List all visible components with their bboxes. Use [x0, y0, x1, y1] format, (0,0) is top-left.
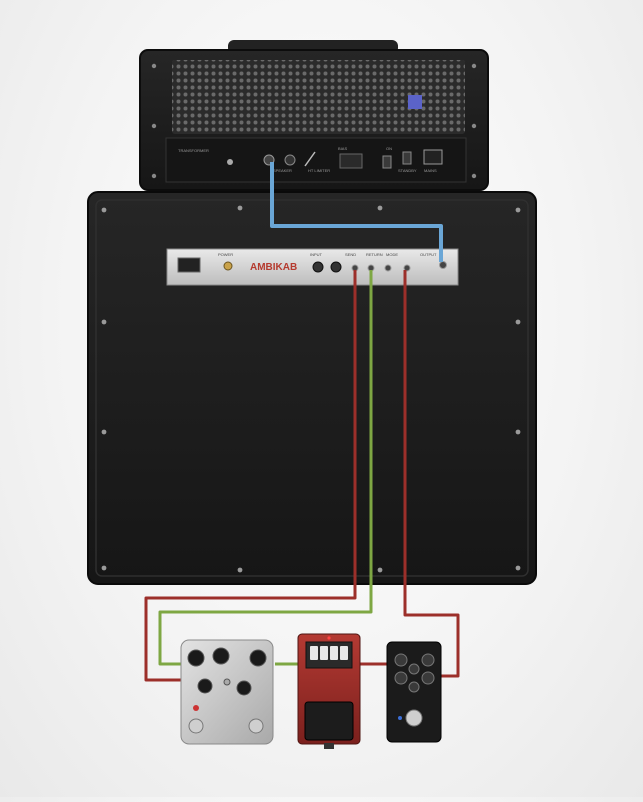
- pedal-silver-footswitch-2[interactable]: [249, 719, 263, 733]
- cab-power-lamp: [224, 262, 232, 270]
- pedal-silver[interactable]: [181, 640, 273, 744]
- pedal-red-knob-3[interactable]: [330, 646, 338, 660]
- head-bias-points: [340, 154, 362, 168]
- pedal-black-led: [398, 716, 402, 720]
- pedal-red-knob-4[interactable]: [340, 646, 348, 660]
- head-standby-switch[interactable]: [403, 152, 411, 164]
- head-badge: [408, 95, 422, 109]
- brand-logo: AMBIKAB: [250, 262, 297, 273]
- pedal-silver-knob-5[interactable]: [237, 681, 251, 695]
- cab-label-power: POWER: [218, 252, 233, 257]
- head-mains-socket[interactable]: [424, 150, 442, 164]
- pedal-black-knob-6[interactable]: [409, 682, 419, 692]
- pedal-silver-knob-2[interactable]: [213, 648, 229, 664]
- pedal-silver-footswitch-1[interactable]: [189, 719, 203, 733]
- pedal-red[interactable]: [298, 634, 360, 749]
- pedal-silver-knob-4[interactable]: [198, 679, 212, 693]
- pedal-black-knob-3[interactable]: [395, 672, 407, 684]
- pedal-black[interactable]: [387, 642, 441, 742]
- head-label-transformer: TRANSFORMER: [178, 148, 209, 153]
- cab-label-mode: MODE: [386, 252, 398, 257]
- head-label-speaker: SPEAKER: [273, 168, 292, 173]
- pedal-silver-knob-3[interactable]: [250, 650, 266, 666]
- amp-head: TRANSFORMER SPEAKER HT LIMITER BIAS ON S…: [140, 40, 488, 190]
- cab-knob-2[interactable]: [331, 262, 341, 272]
- cab-label-return: RETURN: [366, 252, 383, 257]
- cab-power-socket[interactable]: [178, 258, 200, 272]
- speaker-cabinet: POWER AMBIKAB INPUT SEND RETURN MODE OUT…: [88, 192, 536, 584]
- cab-knob-1[interactable]: [313, 262, 323, 272]
- cab-label-output: OUTPUT: [420, 252, 437, 257]
- pedal-black-knob-4[interactable]: [422, 672, 434, 684]
- pedal-silver-knob-1[interactable]: [188, 650, 204, 666]
- head-on-switch[interactable]: [383, 156, 391, 168]
- pedal-red-knob-1[interactable]: [310, 646, 318, 660]
- head-label-bias: BIAS: [338, 146, 347, 151]
- cab-label-send: SEND: [345, 252, 356, 257]
- cab-jack-mode[interactable]: [385, 265, 391, 271]
- pedal-silver-toggle[interactable]: [224, 679, 230, 685]
- pedal-black-footswitch[interactable]: [406, 710, 422, 726]
- head-label-ht-limiter: HT LIMITER: [308, 168, 330, 173]
- cab-jack-output[interactable]: [440, 262, 447, 269]
- head-back-panel: [166, 138, 466, 182]
- pedal-red-footswitch[interactable]: [305, 702, 353, 740]
- head-output-jack[interactable]: [285, 155, 295, 165]
- pedal-black-knob-5[interactable]: [409, 664, 419, 674]
- pedal-red-led: [327, 636, 330, 639]
- pedal-silver-led: [193, 705, 199, 711]
- head-label-mains: MAINS: [424, 168, 437, 173]
- pedal-black-knob-2[interactable]: [422, 654, 434, 666]
- pedal-black-knob-1[interactable]: [395, 654, 407, 666]
- head-label-standby: STANDBY: [398, 168, 417, 173]
- pedal-red-knob-2[interactable]: [320, 646, 328, 660]
- head-switch[interactable]: [227, 159, 233, 165]
- cab-label-input: INPUT: [310, 252, 323, 257]
- head-label-on: ON: [386, 146, 392, 151]
- pedal-red-dc-jack: [324, 743, 334, 749]
